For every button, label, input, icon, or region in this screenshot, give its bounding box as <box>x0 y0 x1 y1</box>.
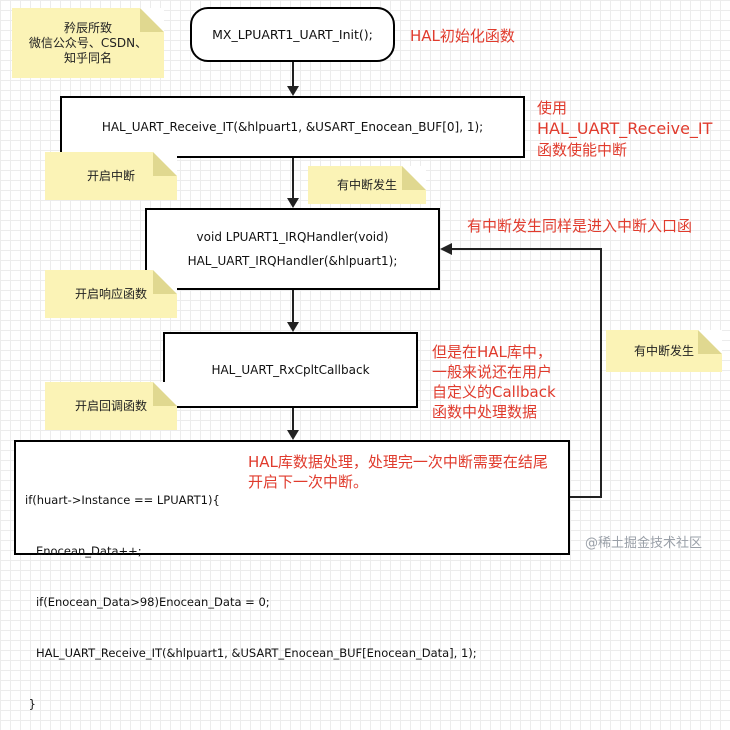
annotation-init-text: HAL初始化函数 <box>410 27 515 45</box>
loop-line-bottom <box>569 496 602 498</box>
note-enable-interrupt-label: 开启中断 <box>86 168 135 183</box>
annotation-callback-line: 一般来说还在用户 <box>432 363 553 381</box>
annotation-code-line: 开启下一次中断。 <box>248 473 369 491</box>
loop-line-right <box>600 248 602 498</box>
note-interrupt-occurs-loop-label: 有中断发生 <box>633 343 694 358</box>
annotation-code: HAL库数据处理，处理完一次中断需要在结尾 开启下一次中断。 <box>248 452 548 492</box>
watermark: @稀土掘金技术社区 <box>585 532 702 551</box>
arrow-irq-to-callback <box>292 290 294 324</box>
author-note: 矜辰所致 微信公众号、CSDN、 知乎同名 <box>12 8 164 78</box>
arrow-callback-to-code <box>292 408 294 432</box>
note-enable-response-label: 开启响应函数 <box>74 286 147 301</box>
receive-label: HAL_UART_Receive_IT(&hlpuart1, &USART_En… <box>101 120 484 134</box>
code-line: if(huart->Instance == LPUART1){ <box>25 493 220 507</box>
watermark-text: @稀土掘金技术社区 <box>585 536 703 551</box>
annotation-callback-line: 但是在HAL库中， <box>432 343 552 361</box>
note-interrupt-occurs: 有中断发生 <box>308 166 426 204</box>
author-note-line: 微信公众号、CSDN、 <box>28 35 148 50</box>
arrow-receive-to-irq <box>292 158 294 200</box>
annotation-callback: 但是在HAL库中， 一般来说还在用户 自定义的Callback 函数中处理数据 <box>432 342 556 422</box>
author-note-line: 矜辰所致 <box>63 20 112 35</box>
arrowhead-receive <box>287 86 299 96</box>
annotation-receive: 使用 HAL_UART_Receive_IT 函数使能中断 <box>537 98 712 160</box>
annotation-callback-line: 自定义的Callback <box>432 383 556 401</box>
note-enable-callback-label: 开启回调函数 <box>74 398 147 413</box>
note-enable-callback: 开启回调函数 <box>45 382 177 430</box>
annotation-init: HAL初始化函数 <box>410 26 515 46</box>
receive-box: HAL_UART_Receive_IT(&hlpuart1, &USART_En… <box>60 96 525 158</box>
arrowhead-code <box>287 430 299 440</box>
author-note-line: 知乎同名 <box>63 50 112 65</box>
loop-line-top <box>452 248 602 250</box>
irq-label-line2: HAL_UART_IRQHandler(&hlpuart1); <box>187 254 398 268</box>
init-box: MX_LPUART1_UART_Init(); <box>190 7 395 62</box>
irq-label-line1: void LPUART1_IRQHandler(void) <box>196 230 389 244</box>
arrowhead-irq <box>287 198 299 208</box>
note-enable-interrupt: 开启中断 <box>45 152 177 200</box>
code-line: Enocean_Data++; <box>25 544 142 558</box>
annotation-irq-text: 有中断发生同样是进入中断入口函 <box>467 217 693 235</box>
arrowhead-callback <box>287 322 299 332</box>
note-interrupt-occurs-label: 有中断发生 <box>336 177 397 192</box>
annotation-receive-line: 函数使能中断 <box>537 141 628 159</box>
code-line: HAL_UART_Receive_IT(&hlpuart1, &USART_En… <box>25 646 477 660</box>
init-label: MX_LPUART1_UART_Init(); <box>212 27 373 42</box>
note-interrupt-occurs-loop: 有中断发生 <box>606 330 722 372</box>
annotation-irq: 有中断发生同样是进入中断入口函 <box>467 216 692 236</box>
callback-label: HAL_UART_RxCpltCallback <box>211 363 370 377</box>
code-line: if(Enocean_Data>98)Enocean_Data = 0; <box>25 595 270 609</box>
annotation-callback-line: 函数中处理数据 <box>432 403 538 421</box>
note-enable-response: 开启响应函数 <box>45 270 177 318</box>
arrowhead-loop <box>440 243 452 255</box>
callback-box: HAL_UART_RxCpltCallback <box>163 332 418 408</box>
arrow-init-to-receive <box>292 62 294 88</box>
irq-box: void LPUART1_IRQHandler(void) HAL_UART_I… <box>145 208 440 290</box>
annotation-code-line: HAL库数据处理，处理完一次中断需要在结尾 <box>248 453 548 471</box>
annotation-receive-line: 使用 <box>537 99 568 117</box>
annotation-receive-line: HAL_UART_Receive_IT <box>537 119 713 138</box>
code-line: } <box>25 697 36 711</box>
